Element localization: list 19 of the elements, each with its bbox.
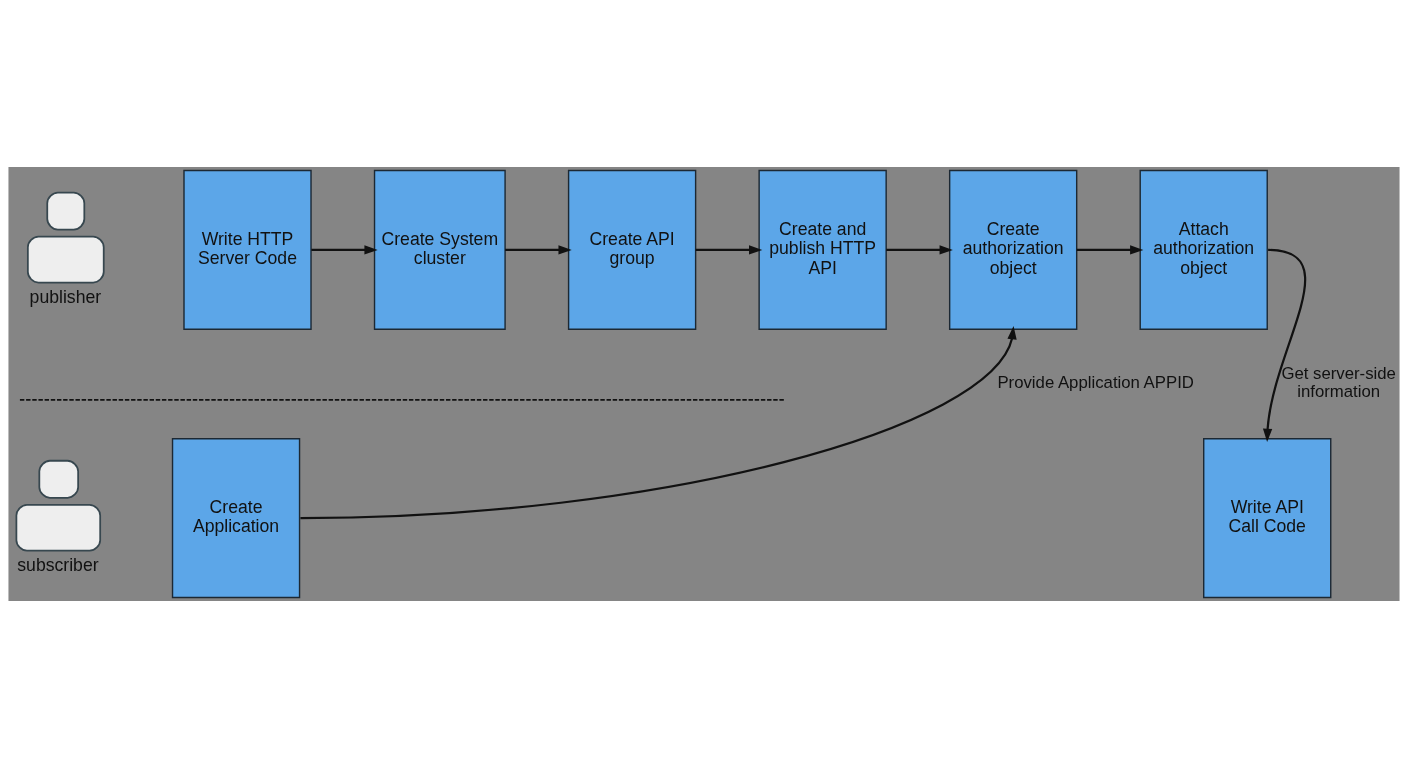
arrow [1076, 245, 1144, 255]
node-label: publisher [29, 286, 102, 307]
node-label: subscriber [17, 555, 99, 576]
node-box: Create System cluster [373, 169, 506, 330]
edge-label: Provide Application APPID [997, 373, 1194, 393]
node-box: Create API group [567, 169, 697, 330]
arrow [505, 245, 572, 255]
node-box: Write HTTP Server Code [183, 169, 312, 330]
edge-label: Get server-side information [1281, 363, 1396, 402]
arrow [311, 245, 378, 255]
arrow [695, 245, 763, 255]
arrow [300, 326, 1017, 520]
arrow [1262, 248, 1307, 443]
node-box: Create authorization object [948, 169, 1078, 330]
node-box: Attach authorization object [1139, 169, 1268, 330]
node-box: Create Application [171, 438, 301, 599]
node-box: Write API Call Code [1203, 438, 1332, 599]
arrow [886, 245, 953, 255]
node-box: Create and publish HTTP API [758, 169, 887, 330]
